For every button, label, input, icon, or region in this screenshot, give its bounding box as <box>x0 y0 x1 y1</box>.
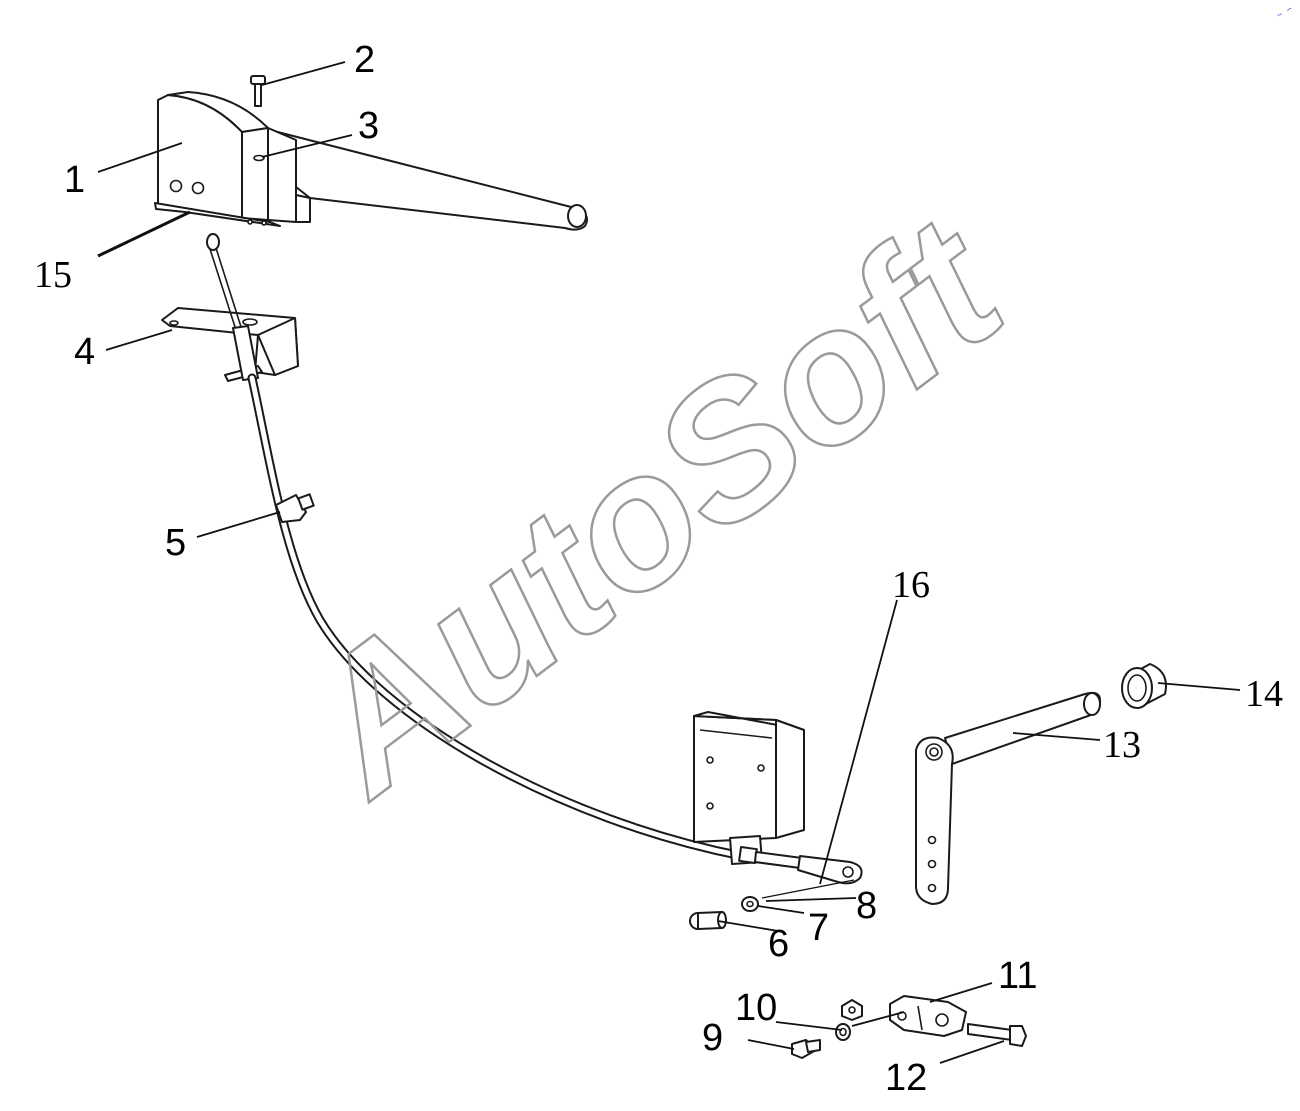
corner-mark: ~ ∽ <box>1275 4 1295 21</box>
callout-4: 4 <box>74 331 95 373</box>
callout-16: 16 <box>892 564 930 606</box>
callout-labels: 1 2 3 4 5 6 7 8 9 10 11 12 13 14 15 16 <box>34 39 1283 1099</box>
callout-7: 7 <box>808 907 829 949</box>
part-14-bushing <box>1121 663 1167 709</box>
callout-11: 11 <box>998 955 1037 997</box>
part-4-bracket <box>161 307 299 382</box>
callout-12: 12 <box>885 1057 927 1099</box>
part-9-bolt <box>791 1039 821 1059</box>
part-5-cable <box>206 233 747 861</box>
part-7-washer <box>741 896 759 912</box>
part-1-hand-lever <box>154 91 588 231</box>
part-12-bolt <box>967 1023 1027 1047</box>
callout-5: 5 <box>165 522 186 564</box>
callout-9: 9 <box>702 1017 723 1059</box>
frame-plate <box>693 711 805 865</box>
callout-15: 15 <box>34 254 72 296</box>
part-16-rod-end <box>738 845 863 885</box>
callout-1: 1 <box>64 159 85 201</box>
callout-8: 8 <box>856 885 877 927</box>
callout-3: 3 <box>358 105 379 147</box>
part-2-bolt <box>250 75 266 107</box>
part-11-yoke <box>889 995 967 1037</box>
callout-13: 13 <box>1103 724 1141 766</box>
callout-6: 6 <box>768 923 789 965</box>
leader-lines <box>97 61 1241 1064</box>
callout-2: 2 <box>354 39 375 81</box>
part-13-lever-arm <box>915 691 1101 905</box>
watermark: AutoSoft <box>266 177 1043 835</box>
part-6-pin <box>689 911 727 930</box>
part-nut <box>841 999 863 1021</box>
part-10-washer <box>835 1023 851 1041</box>
callout-10: 10 <box>735 987 777 1029</box>
callout-14: 14 <box>1245 673 1283 715</box>
